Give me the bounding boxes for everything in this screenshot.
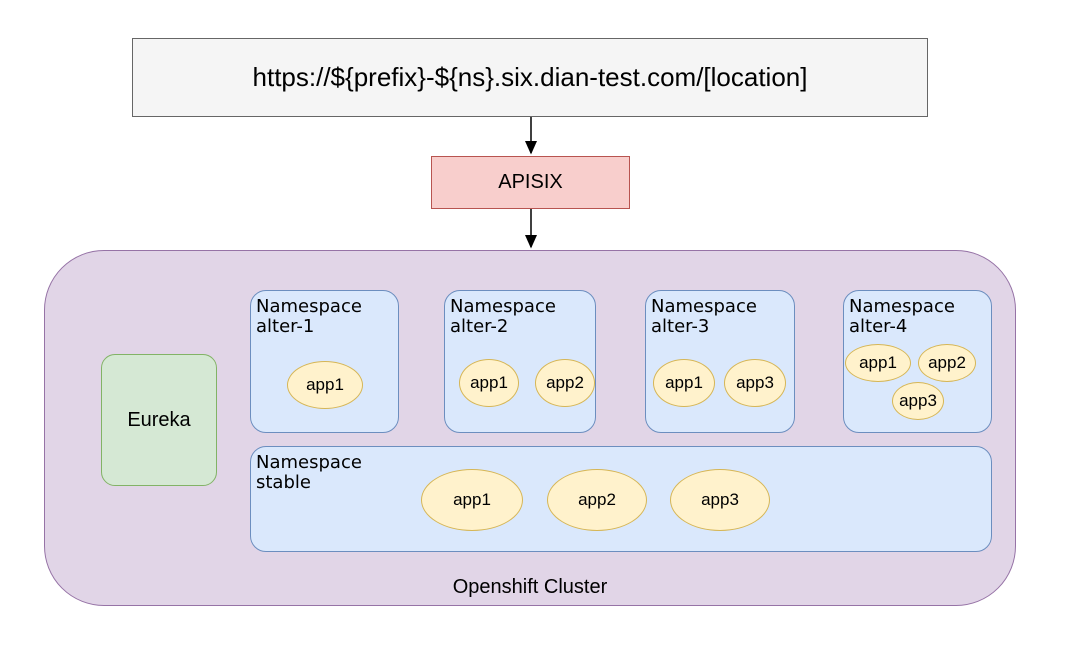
eureka-box: Eureka <box>101 354 217 486</box>
url-text: https://${prefix}-${ns}.six.dian-test.co… <box>252 62 808 92</box>
namespace-alter-2: Namespace alter-2 app1 app2 <box>444 290 596 433</box>
namespace-alter-4: Namespace alter-4 app1 app2 app3 <box>843 290 992 433</box>
gateway-label: APISIX <box>498 171 563 193</box>
app-node: app1 <box>421 469 523 531</box>
cluster-label: Openshift Cluster <box>452 576 608 598</box>
app-node: app1 <box>287 361 363 409</box>
app-node: app1 <box>459 359 519 407</box>
namespace-alter-1: Namespace alter-1 app1 <box>250 290 399 433</box>
namespace-title: Namespace alter-4 <box>849 296 955 337</box>
namespace-title: Namespace alter-3 <box>651 296 757 337</box>
app-node: app1 <box>845 344 911 382</box>
gateway-box: APISIX <box>431 156 630 209</box>
app-node: app2 <box>535 359 595 407</box>
namespace-title: Namespace alter-2 <box>450 296 556 337</box>
url-box: https://${prefix}-${ns}.six.dian-test.co… <box>132 38 928 117</box>
app-node: app2 <box>547 469 647 531</box>
namespace-alter-3: Namespace alter-3 app1 app3 <box>645 290 795 433</box>
namespace-stable: Namespace stable app1 app2 app3 <box>250 446 992 552</box>
namespace-title: Namespace alter-1 <box>256 296 362 337</box>
app-node: app3 <box>892 382 944 420</box>
app-node: app1 <box>653 359 715 407</box>
namespace-title: Namespace stable <box>256 452 362 493</box>
eureka-label: Eureka <box>127 408 191 431</box>
app-node: app2 <box>918 344 976 382</box>
app-node: app3 <box>670 469 770 531</box>
app-node: app3 <box>724 359 786 407</box>
